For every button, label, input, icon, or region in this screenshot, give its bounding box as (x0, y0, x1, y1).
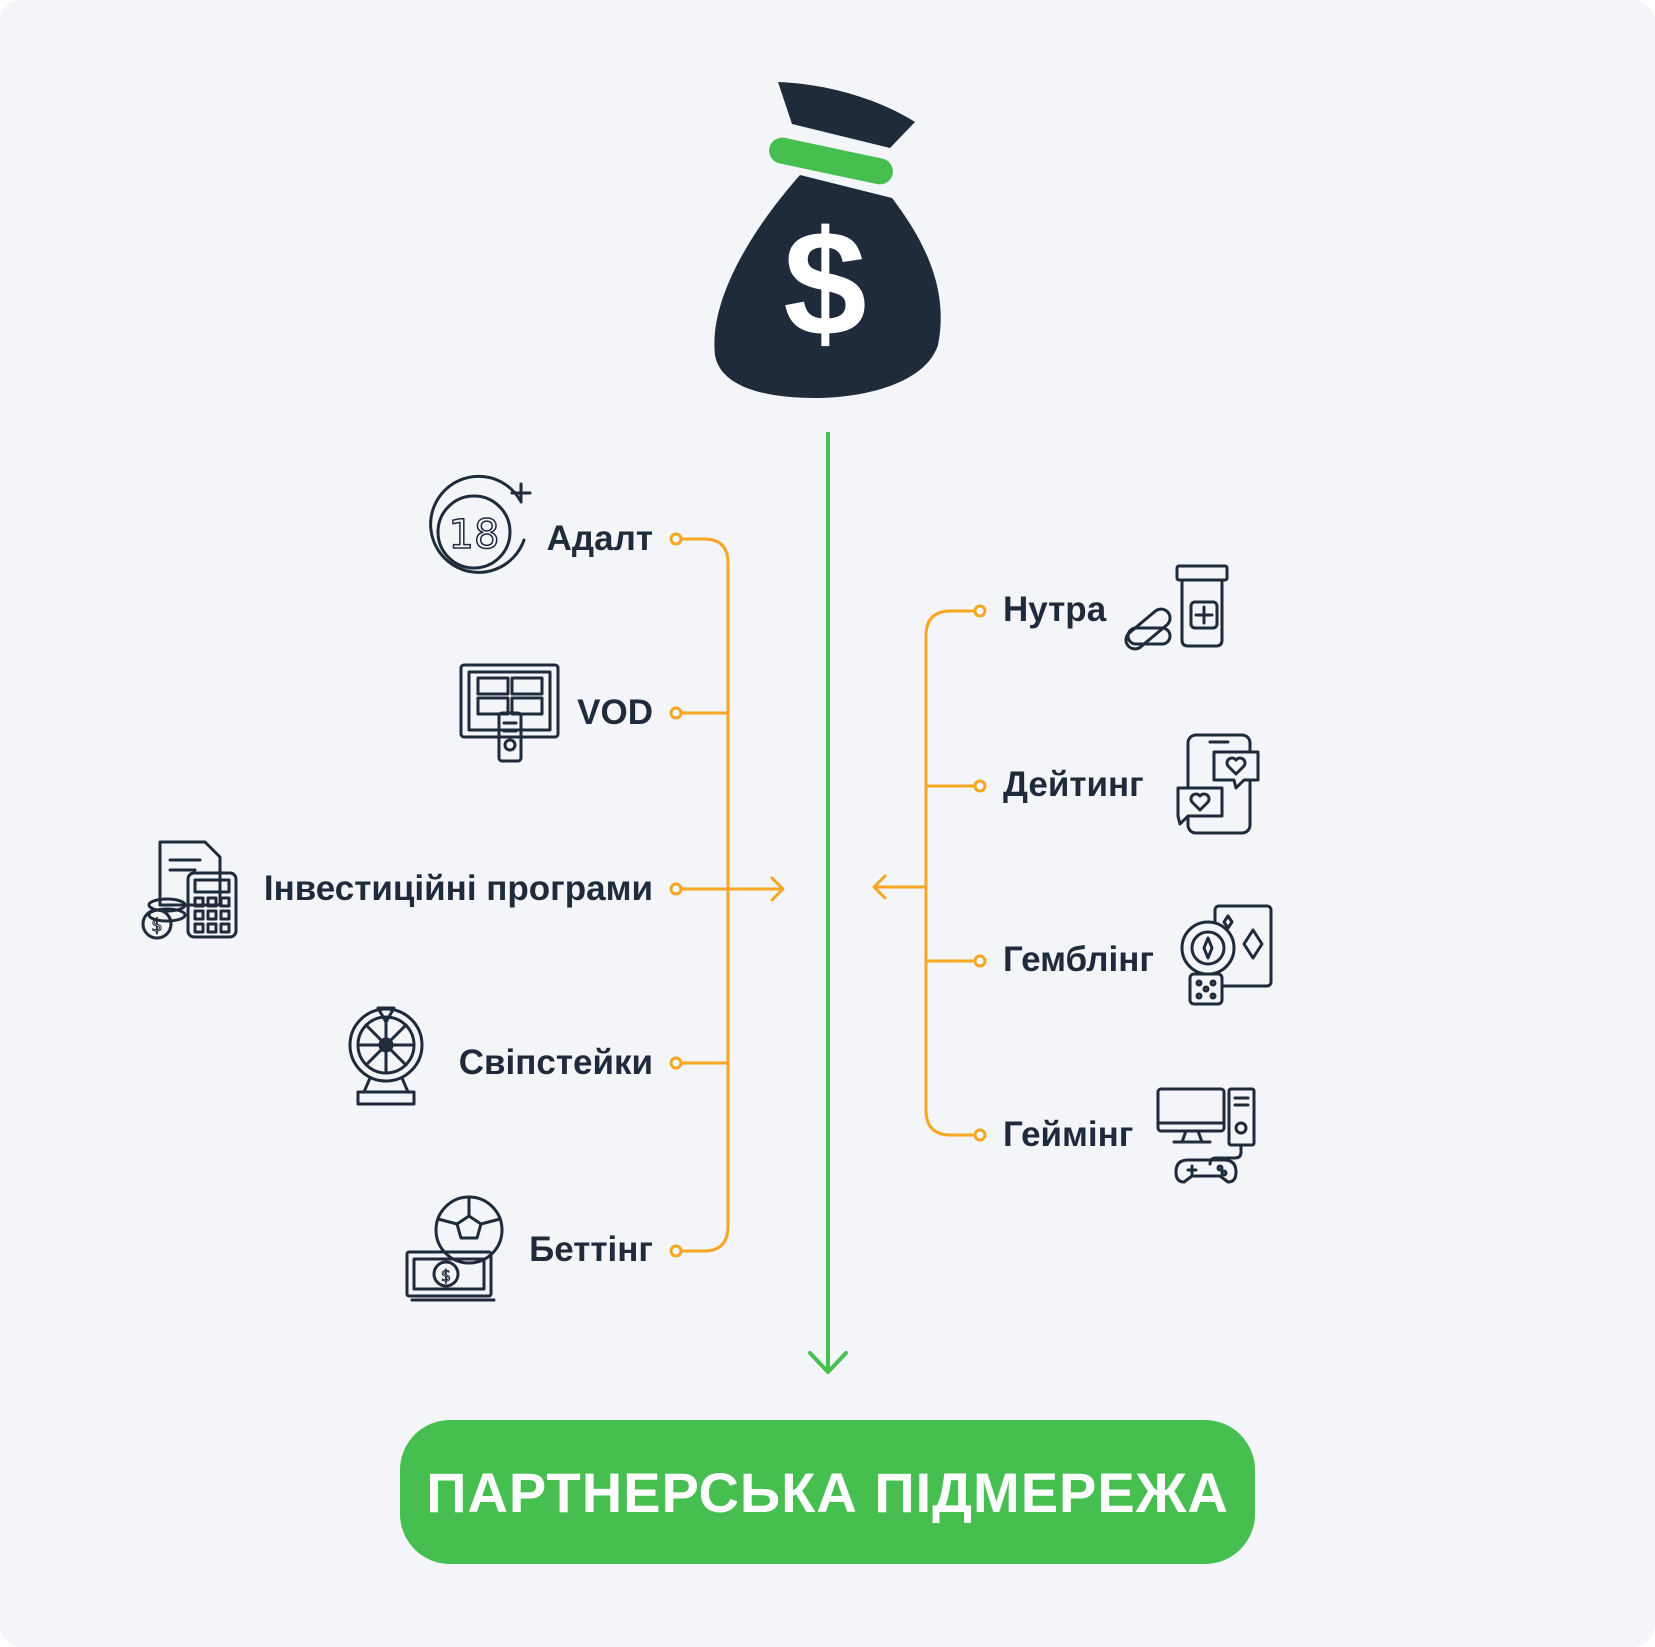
tv-remote-icon (459, 663, 560, 763)
node-label-betting: Беттінг (529, 1230, 653, 1269)
svg-text:$: $ (783, 199, 866, 367)
football-money-icon: $ (405, 1195, 504, 1302)
svg-text:18: 18 (449, 512, 500, 558)
node-label-dating: Дейтинг (1003, 765, 1144, 804)
node-label-gambling: Гемблінг (1003, 940, 1154, 979)
svg-text:$: $ (441, 1266, 451, 1285)
node-label-gaming: Геймінг (1003, 1115, 1134, 1154)
target-label: ПАРТНЕРСЬКА ПІДМЕРЕЖА (426, 1460, 1229, 1524)
phone-heart-chat-icon (1176, 733, 1260, 835)
computer-gamepad-icon (1156, 1087, 1256, 1184)
node-label-investment-programs: Інвестиційні програми (263, 869, 653, 908)
right-connector-bracket (872, 604, 987, 1142)
node-label-adult: Адалт (546, 519, 653, 558)
left-connector-bracket (669, 532, 785, 1258)
calculator-coins-icon: $ (141, 840, 238, 940)
money-bag-dollar-icon: $ (714, 82, 941, 398)
main-flow-arrow (808, 432, 848, 1374)
svg-text:$: $ (151, 915, 162, 936)
casino-chip-cards-dice-icon (1180, 904, 1273, 1006)
node-label-vod: VOD (577, 693, 653, 732)
target-partner-subnetwork: ПАРТНЕРСЬКА ПІДМЕРЕЖА (400, 1420, 1255, 1564)
adult-18-plus-icon: 18 (429, 474, 532, 574)
medicine-bottle-icon (1124, 564, 1229, 651)
node-label-nutra: Нутра (1003, 590, 1107, 629)
prize-wheel-icon (348, 1006, 424, 1106)
node-label-sweepstakes: Свіпстейки (458, 1043, 653, 1082)
